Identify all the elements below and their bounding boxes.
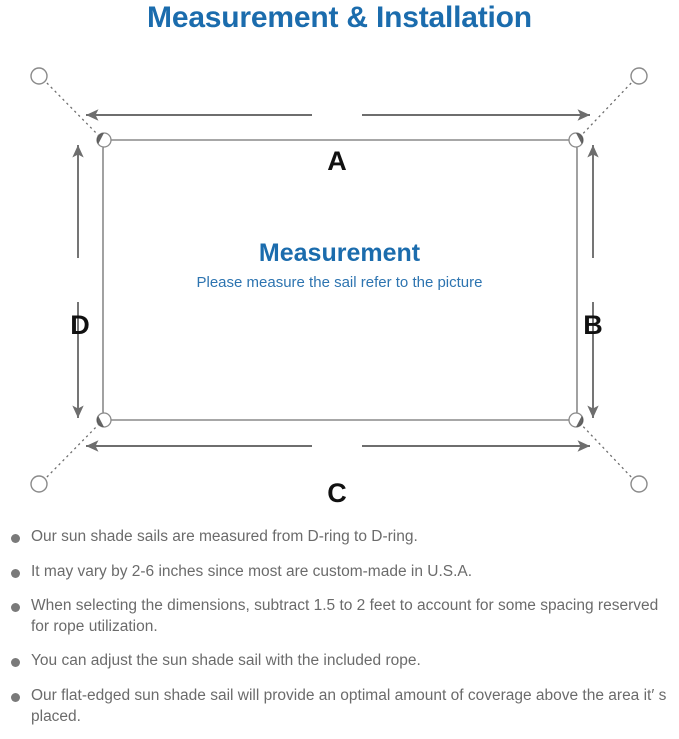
rope-line-bottom-right <box>575 418 636 482</box>
anchor-point-bottom-right <box>630 475 648 493</box>
note-text: It may vary by 2-6 inches since most are… <box>31 562 473 580</box>
rope-line-top-left <box>42 78 105 142</box>
bullet-icon <box>11 658 20 668</box>
d-ring-bottom-left <box>96 412 112 428</box>
bullet-icon <box>11 603 20 613</box>
dimension-label-b: B <box>583 310 603 340</box>
note-item: Our flat-edged sun shade sail will provi… <box>0 686 679 727</box>
dimension-label-c: C <box>327 478 347 508</box>
dimension-label-d: D <box>70 310 90 340</box>
bullet-icon <box>11 693 20 703</box>
bullet-icon <box>11 568 20 578</box>
note-text: You can adjust the sun shade sail with t… <box>31 652 421 670</box>
note-text: When selecting the dimensions, subtract … <box>31 597 659 635</box>
d-ring-top-right <box>568 132 584 148</box>
note-text: Our flat-edged sun shade sail will provi… <box>31 687 667 725</box>
note-text: Our sun shade sails are measured from D-… <box>31 528 418 545</box>
sail-outline <box>102 139 578 421</box>
dimension-label-a: A <box>327 146 347 176</box>
note-item: It may vary by 2-6 inches since most are… <box>0 562 679 583</box>
d-ring-bottom-right <box>568 412 584 428</box>
page-title: Measurement & Installation <box>147 1 532 34</box>
anchor-point-bottom-left <box>30 475 48 493</box>
note-item: When selecting the dimensions, subtract … <box>0 596 679 637</box>
notes-list: Our sun shade sails are measured from D-… <box>0 527 679 727</box>
note-item: Our sun shade sails are measured from D-… <box>0 527 679 548</box>
rope-line-bottom-left <box>42 418 105 482</box>
bullet-icon <box>11 534 20 543</box>
rope-line-top-right <box>575 78 636 142</box>
anchor-point-top-left <box>30 67 48 85</box>
diagram-svg <box>30 67 648 493</box>
anchor-point-top-right <box>630 67 648 85</box>
d-ring-top-left <box>96 132 112 148</box>
measurement-diagram: Measurement Please measure the sail refe… <box>0 50 679 520</box>
note-item: You can adjust the sun shade sail with t… <box>0 651 679 672</box>
